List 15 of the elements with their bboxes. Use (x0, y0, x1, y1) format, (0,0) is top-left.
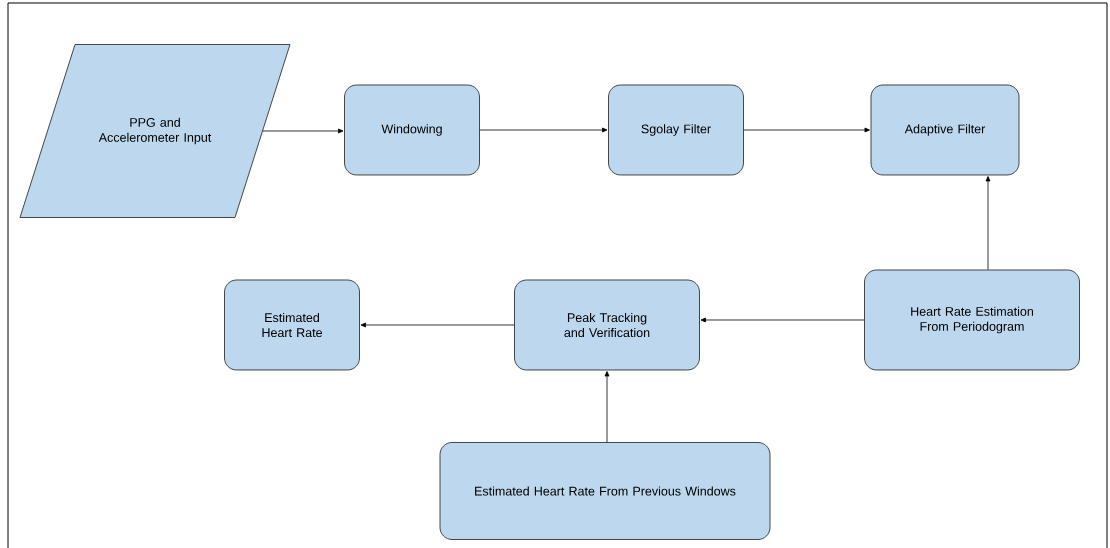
arrow (700, 317, 865, 323)
process-box: Peak Tracking and Verification (514, 279, 700, 371)
arrow (743, 127, 870, 133)
process-box: Estimated Heart Rate From Previous Windows (439, 442, 771, 540)
process-box: Heart Rate Estimation From Periodogram (864, 269, 1080, 371)
arrow (604, 371, 610, 443)
process-box: Windowing (344, 84, 480, 176)
arrow (479, 127, 608, 133)
arrow (360, 322, 515, 328)
input-parallelogram: PPG and Accelerometer Input (19, 44, 291, 218)
arrow (262, 128, 344, 134)
process-box: Estimated Heart Rate (224, 279, 360, 371)
process-box: Adaptive Filter (870, 84, 1020, 176)
process-box: Sgolay Filter (608, 84, 744, 176)
arrow (985, 176, 991, 270)
